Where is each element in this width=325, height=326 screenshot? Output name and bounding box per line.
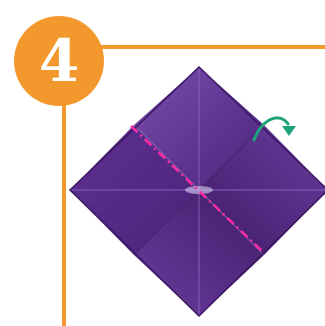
- step-number-badge: 4: [14, 16, 104, 106]
- step-number: 4: [39, 32, 79, 90]
- paper-center-highlight: [185, 186, 213, 194]
- paper-square: [70, 67, 325, 316]
